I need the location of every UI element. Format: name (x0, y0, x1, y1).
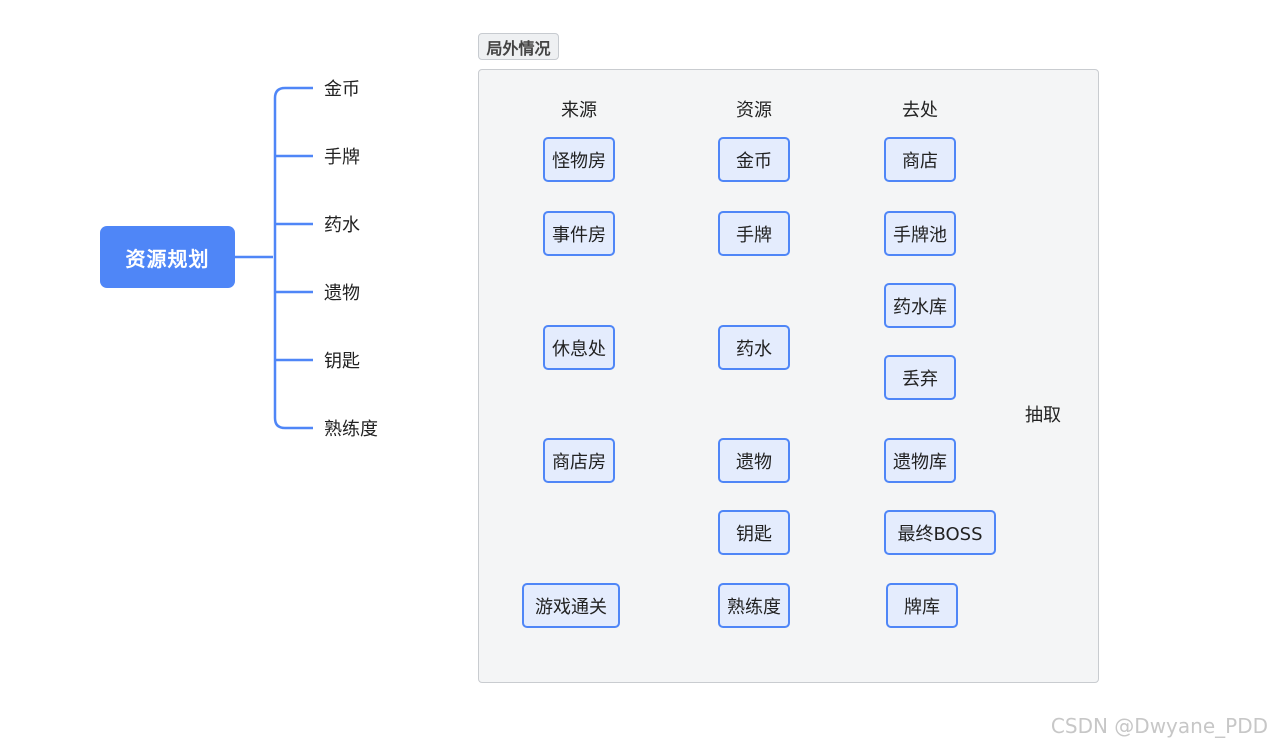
node-game-clear[interactable]: 游戏通关 (522, 583, 620, 628)
draw-label: 抽取 (1025, 399, 1061, 429)
node-mastery[interactable]: 熟练度 (718, 583, 790, 628)
node-monster-room[interactable]: 怪物房 (543, 137, 615, 182)
node-gold[interactable]: 金币 (718, 137, 790, 182)
mindmap-branch-cards[interactable]: 手牌 (324, 147, 360, 168)
node-shop[interactable]: 商店 (884, 137, 956, 182)
node-rest-site[interactable]: 休息处 (543, 325, 615, 370)
column-header-destination: 去处 (902, 100, 938, 121)
node-potion[interactable]: 药水 (718, 325, 790, 370)
node-relic-bank[interactable]: 遗物库 (884, 438, 956, 483)
panel-title[interactable]: 局外情况 (478, 33, 559, 60)
node-key[interactable]: 钥匙 (718, 510, 790, 555)
mindmap-branch-potion[interactable]: 药水 (324, 215, 360, 236)
node-card-library[interactable]: 牌库 (886, 583, 958, 628)
mindmap-branch-relic[interactable]: 遗物 (324, 283, 360, 304)
node-cards[interactable]: 手牌 (718, 211, 790, 256)
mindmap-root[interactable]: 资源规划 (100, 226, 235, 288)
watermark: CSDN @Dwyane_PDD (1050, 714, 1268, 738)
node-shop-room[interactable]: 商店房 (543, 438, 615, 483)
column-header-source: 来源 (561, 100, 597, 121)
node-event-room[interactable]: 事件房 (543, 211, 615, 256)
node-discard[interactable]: 丢弃 (884, 355, 956, 400)
node-card-pool[interactable]: 手牌池 (884, 211, 956, 256)
node-relic[interactable]: 遗物 (718, 438, 790, 483)
mindmap-branch-gold[interactable]: 金币 (324, 79, 360, 100)
column-header-resource: 资源 (736, 100, 772, 121)
mindmap-bracket (235, 86, 313, 430)
node-potion-bank[interactable]: 药水库 (884, 283, 956, 328)
node-final-boss[interactable]: 最终BOSS (884, 510, 996, 555)
mindmap-branch-key[interactable]: 钥匙 (324, 351, 360, 372)
mindmap-branch-mastery[interactable]: 熟练度 (324, 419, 378, 440)
